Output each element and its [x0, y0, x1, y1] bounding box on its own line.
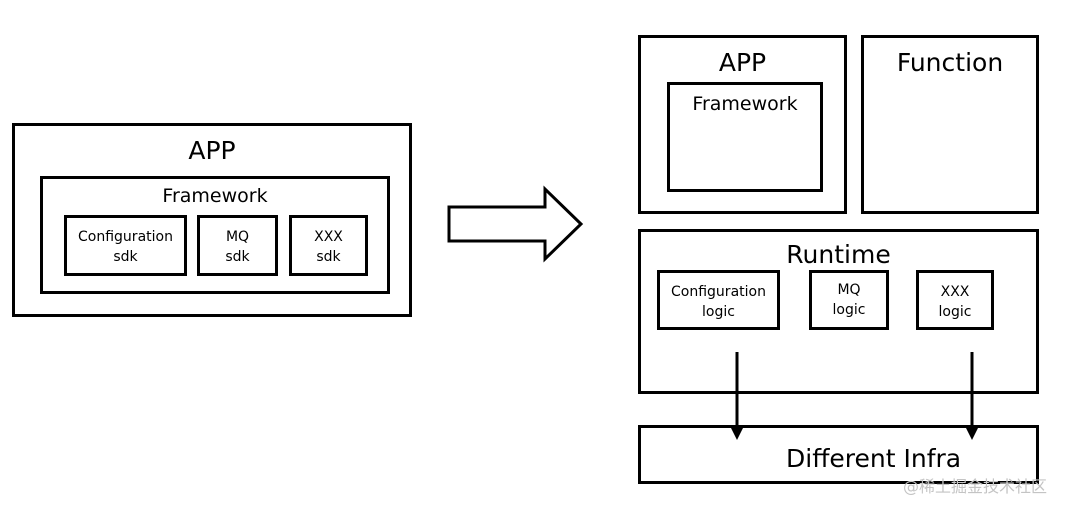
right-logic-configuration: Configuration logic — [657, 270, 780, 330]
left-framework-title: Framework — [162, 185, 268, 207]
right-framework-box: Framework — [667, 82, 823, 192]
left-module-configuration-line1: Configuration — [78, 229, 173, 245]
right-app-title: APP — [718, 48, 767, 77]
right-framework-title: Framework — [692, 93, 798, 115]
transform-arrow-shape — [447, 185, 584, 263]
right-logic-xxx: XXX logic — [916, 270, 994, 330]
right-logic-xxx-line1: XXX — [940, 284, 970, 300]
right-logic-xxx-line2: logic — [938, 304, 972, 320]
right-function-title: Function — [896, 48, 1004, 77]
watermark-text: @稀土掘金技术社区 — [903, 477, 1048, 496]
right-logic-mq-line2: logic — [832, 302, 866, 318]
right-logic-configuration-line1: Configuration — [671, 284, 766, 300]
right-logic-mq-line1: MQ — [837, 282, 861, 298]
left-module-mq-line1: MQ — [225, 229, 250, 245]
right-logic-configuration-line2: logic — [702, 304, 735, 320]
right-logic-mq: MQ logic — [809, 270, 889, 330]
right-infra-title: Different Infra — [786, 444, 962, 473]
left-module-mq-line2: sdk — [225, 249, 250, 265]
left-app-title: APP — [188, 136, 236, 165]
left-module-mq: MQ sdk — [197, 215, 278, 276]
right-runtime-title: Runtime — [786, 240, 891, 269]
left-module-xxx: XXX sdk — [289, 215, 368, 276]
left-module-xxx-line1: XXX — [314, 229, 343, 245]
left-module-configuration: Configuration sdk — [64, 215, 187, 276]
right-function-box: Function — [861, 35, 1039, 214]
left-module-configuration-line2: sdk — [113, 249, 138, 265]
left-module-xxx-line2: sdk — [316, 249, 341, 265]
